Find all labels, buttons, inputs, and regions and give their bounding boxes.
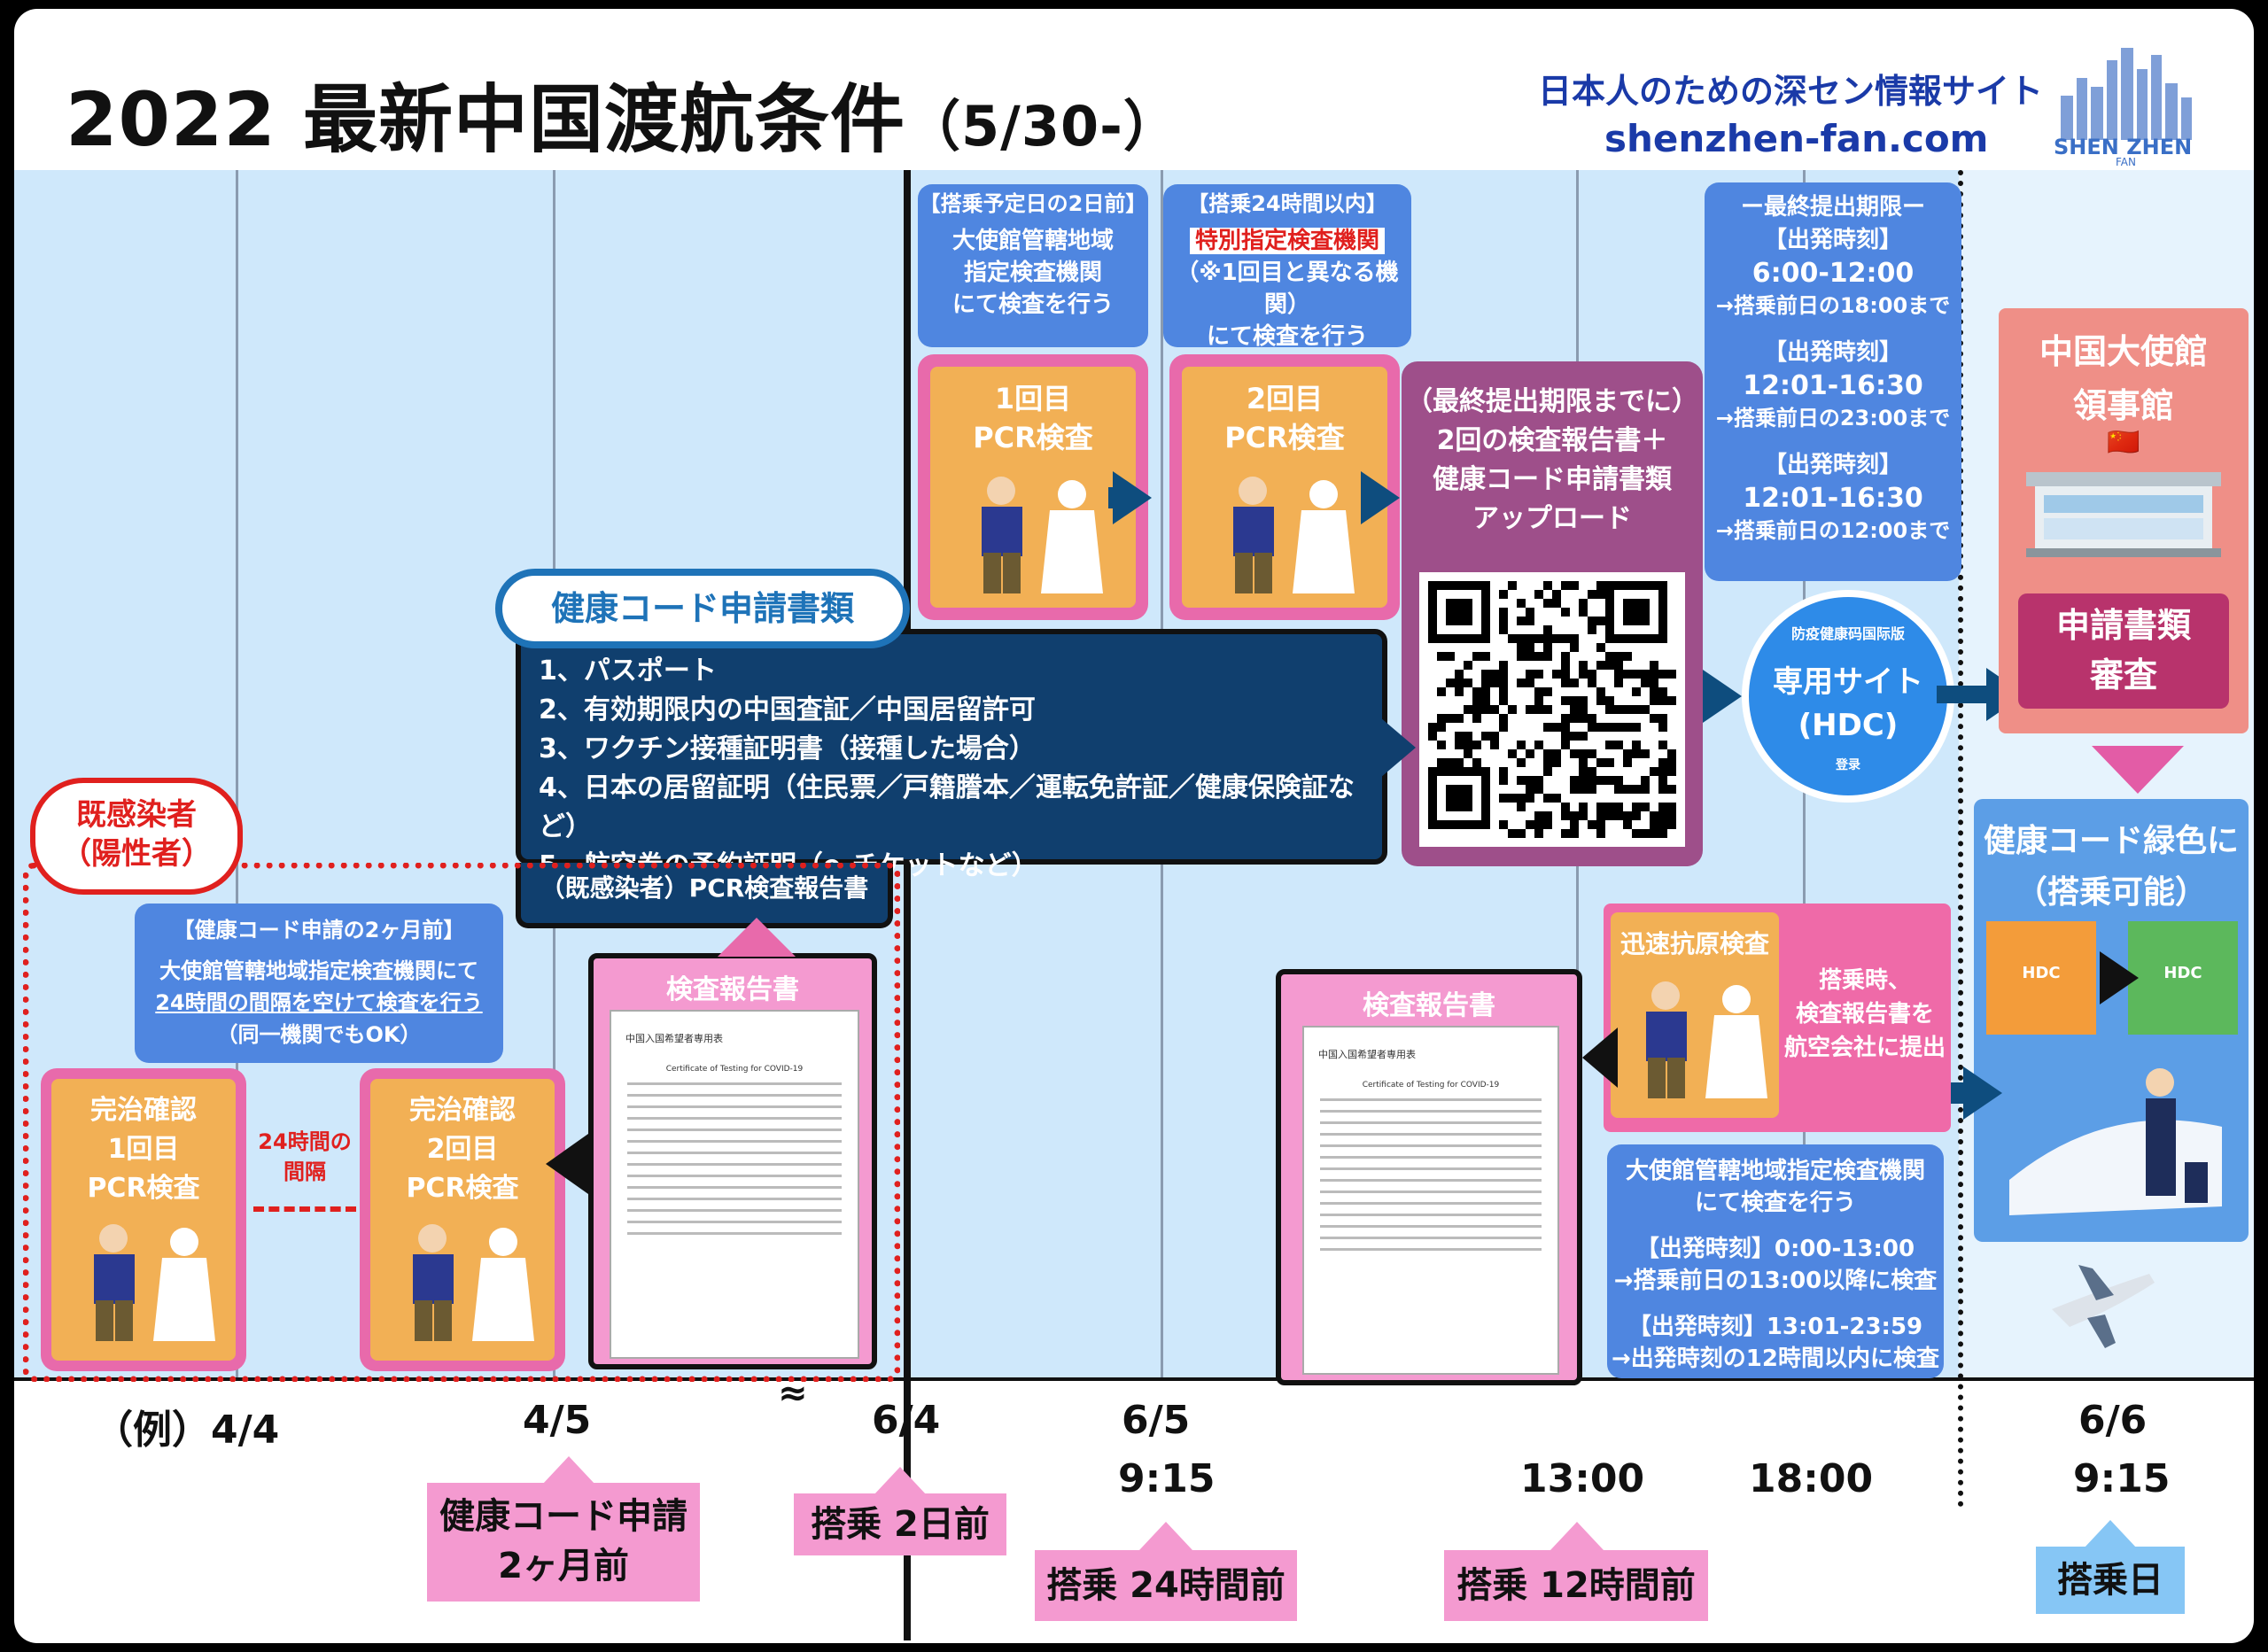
pcr-test-icon bbox=[413, 1224, 534, 1341]
airplane-icon bbox=[2052, 1265, 2155, 1348]
pcr-test-icon bbox=[1233, 477, 1355, 593]
hdc-site-button[interactable]: 防疫健康码国际版 専用サイト (HDC) 登录 bbox=[1742, 590, 1954, 803]
embassy-card: 中国大使館 領事館 🇨🇳 申請書類審査 bbox=[1999, 308, 2249, 733]
tick-6-6: 6/6 bbox=[2078, 1398, 2148, 1443]
qr-orange-icon: HDC bbox=[1986, 921, 2096, 1035]
arrow-right-icon bbox=[1703, 670, 1742, 723]
qr-green-icon: HDC bbox=[2128, 921, 2238, 1035]
arrow-right-icon bbox=[1963, 1066, 2002, 1120]
label-24hours-before: 搭乗 24時間前 bbox=[1035, 1550, 1297, 1621]
page-title: 2022 最新中国渡航条件（5/30-） bbox=[66, 76, 1179, 163]
tick-6-5: 6/5 bbox=[1122, 1398, 1191, 1443]
test-report-card: 検査報告書 中国入国希望者専用表 Certificate of Testing … bbox=[1276, 969, 1582, 1385]
test-report-card: 検査報告書 中国入国希望者専用表 Certificate of Testing … bbox=[588, 953, 877, 1369]
page: 2022 最新中国渡航条件（5/30-） 日本人のための深セン情報サイト she… bbox=[14, 9, 2254, 1643]
china-flag-icon: 🇨🇳 bbox=[2107, 427, 2140, 458]
arrow-right-icon bbox=[1361, 471, 1400, 524]
review-badge: 申請書類審査 bbox=[2018, 593, 2229, 709]
report-document: 中国入国希望者専用表 Certificate of Testing for CO… bbox=[610, 1010, 859, 1359]
infected-badge: 既感染者（陽性者） bbox=[30, 778, 243, 895]
documents-title-badge: 健康コード申請書類 bbox=[495, 569, 910, 648]
tick-9-15: 9:15 bbox=[1118, 1456, 1216, 1501]
label-2days-before: 搭乗 2日前 bbox=[794, 1493, 1006, 1555]
pcr2-note: 【搭乗24時間以内】 特別指定検査機関 （※1回目と異なる機関） にて検査を行う bbox=[1163, 184, 1411, 350]
qr-code-icon bbox=[1419, 572, 1685, 847]
pointer-arrow bbox=[1380, 717, 1416, 778]
pointer-arrow bbox=[546, 1134, 588, 1194]
tick-4-5: 4/5 bbox=[523, 1398, 592, 1443]
infected-pcr-report: （既感染者）PCR検査報告書 bbox=[516, 863, 893, 928]
departure-2days-line bbox=[904, 170, 911, 1640]
axis-break: ≈ bbox=[778, 1373, 808, 1414]
antigen-note: 搭乗時、検査報告書を航空会社に提出 bbox=[1783, 967, 1946, 1061]
shenzhen-fan-logo: SHEN ZHEN FAN bbox=[2043, 43, 2211, 168]
tick-6-4: 6/4 bbox=[872, 1398, 941, 1443]
pcr1-note: 【搭乗予定日の2日前】 大使館管轄地域 指定検査機関 にて検査を行う bbox=[918, 184, 1148, 347]
gap-label: 24時間の間隔 bbox=[258, 1129, 352, 1184]
arrow-right-icon bbox=[2100, 951, 2139, 1004]
label-boarding-day: 搭乗日 bbox=[2036, 1547, 2185, 1614]
site-name[interactable]: 日本人のための深セン情報サイト bbox=[1538, 72, 2044, 111]
site-url[interactable]: shenzhen-fan.com bbox=[1604, 117, 1989, 160]
gap-arrow-icon bbox=[253, 1206, 356, 1212]
antigen-card: 迅速抗原検査 搭乗時、検査報告書を航空会社に提出 bbox=[1604, 904, 1951, 1132]
arrow-up-icon bbox=[718, 918, 796, 957]
arrow-down-icon bbox=[2092, 746, 2184, 794]
pcr-test-icon bbox=[94, 1224, 215, 1341]
antigen-below-note: 大使館管轄地域指定検査機関にて検査を行う 【出発時刻】0:00-13:00→搭乗… bbox=[1607, 1144, 1944, 1378]
boarding-day-divider bbox=[1958, 170, 1963, 1508]
embassy-building-icon bbox=[2026, 472, 2221, 557]
pcr-test-icon bbox=[982, 477, 1103, 593]
upload-card: （最終提出期限までに）2回の検査報告書＋健康コード申請書類アップロード bbox=[1402, 361, 1703, 866]
green-code-card: 健康コード緑色に （搭乗可能） HDC HDC bbox=[1974, 799, 2249, 1242]
skyline-icon bbox=[2061, 48, 2192, 140]
tick-13-00: 13:00 bbox=[1520, 1456, 1645, 1501]
tick-18-00: 18:00 bbox=[1749, 1456, 1874, 1501]
antigen-test-icon bbox=[1646, 981, 1767, 1098]
logo-sub: FAN bbox=[2116, 156, 2136, 168]
infected-region bbox=[23, 863, 900, 1382]
pointer-arrow bbox=[1582, 1028, 1618, 1088]
label-12hours-before: 搭乗 12時間前 bbox=[1444, 1550, 1708, 1621]
report-document: 中国入国希望者専用表 Certificate of Testing for CO… bbox=[1302, 1026, 1559, 1375]
airport-counter-icon bbox=[2009, 1068, 2222, 1215]
tick-4-4: （例）4/4 bbox=[94, 1408, 280, 1453]
deadline-note: ー最終提出期限ー 【出発時刻】 6:00-12:00 →搭乗前日の18:00まで… bbox=[1705, 182, 1961, 581]
logo-text: SHEN ZHEN bbox=[2054, 135, 2193, 159]
time-axis bbox=[14, 1377, 2254, 1381]
gridline bbox=[236, 170, 238, 1379]
tick-6-6-9-15: 9:15 bbox=[2073, 1456, 2171, 1501]
